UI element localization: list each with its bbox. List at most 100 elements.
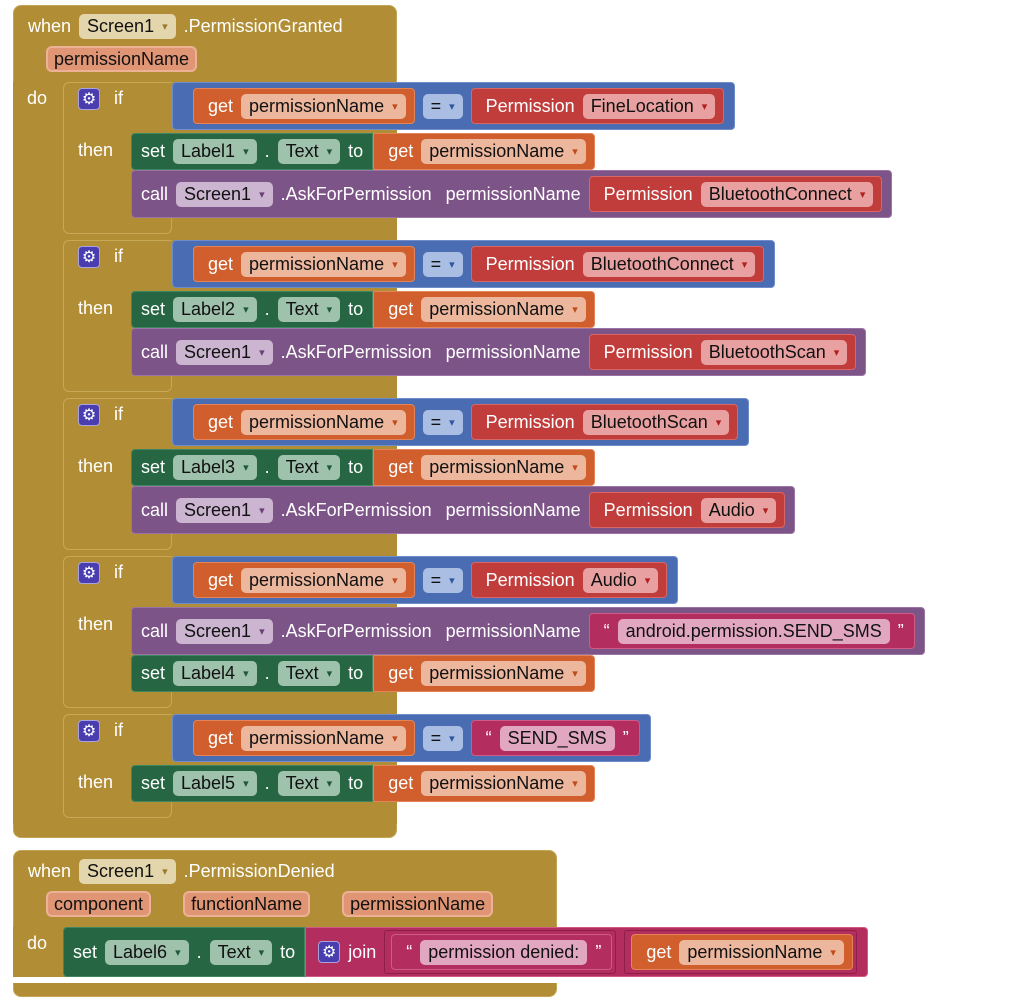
- component-dropdown[interactable]: Screen1▾: [176, 497, 273, 523]
- dropdown-arrow-icon[interactable]: ▾: [392, 574, 398, 587]
- gear-icon[interactable]: ⚙: [78, 720, 100, 742]
- dropdown-arrow-icon[interactable]: ▾: [830, 946, 836, 959]
- dropdown-arrow-icon[interactable]: ▾: [833, 346, 840, 359]
- gear-icon[interactable]: ⚙: [78, 246, 100, 268]
- property-dropdown[interactable]: Text▾: [277, 455, 341, 480]
- variable-dropdown[interactable]: permissionName▾: [421, 297, 586, 322]
- dropdown-arrow-icon[interactable]: ▾: [572, 146, 578, 158]
- text-value[interactable]: android.permission.SEND_SMS: [617, 618, 890, 644]
- dropdown-arrow-icon[interactable]: ▾: [449, 732, 455, 745]
- dropdown-arrow-icon[interactable]: ▾: [243, 304, 249, 316]
- dropdown-arrow-icon[interactable]: ▾: [326, 304, 333, 316]
- component-dropdown[interactable]: Label3▾: [173, 455, 257, 480]
- variable-dropdown[interactable]: permissionName▾: [241, 725, 406, 751]
- dropdown-arrow-icon[interactable]: ▾: [572, 778, 578, 790]
- property-dropdown[interactable]: Text▾: [277, 661, 341, 686]
- text-value[interactable]: SEND_SMS: [499, 725, 615, 751]
- dropdown-arrow-icon[interactable]: ▾: [243, 668, 249, 680]
- dropdown-arrow-icon[interactable]: ▾: [392, 100, 398, 113]
- dropdown-arrow-icon[interactable]: ▾: [259, 625, 265, 638]
- dropdown-arrow-icon[interactable]: ▾: [572, 462, 578, 474]
- dropdown-arrow-icon[interactable]: ▾: [449, 100, 455, 113]
- variable-dropdown[interactable]: permissionName▾: [421, 771, 586, 796]
- dropdown-arrow-icon[interactable]: ▾: [326, 778, 333, 790]
- variable-dropdown[interactable]: permissionName▾: [679, 939, 844, 965]
- dropdown-arrow-icon[interactable]: ▾: [449, 258, 455, 271]
- if-block[interactable]: ⚙ifgetpermissionName▾=▾SEND_SMSthensetLa…: [63, 714, 925, 818]
- component-dropdown[interactable]: Label6▾: [105, 939, 189, 965]
- dropdown-arrow-icon[interactable]: ▾: [259, 504, 265, 517]
- dropdown-arrow-icon[interactable]: ▾: [162, 865, 168, 878]
- dropdown-arrow-icon[interactable]: ▾: [326, 462, 333, 474]
- component-dropdown[interactable]: Label2▾: [173, 297, 257, 322]
- component-dropdown[interactable]: Screen1▾: [176, 618, 273, 644]
- gear-icon[interactable]: ⚙: [318, 941, 341, 963]
- property-dropdown[interactable]: Text▾: [277, 771, 341, 796]
- permission-dropdown[interactable]: Audio▾: [582, 567, 659, 593]
- property-dropdown[interactable]: Text▾: [277, 139, 341, 164]
- operator-dropdown[interactable]: =▾: [422, 567, 463, 593]
- dropdown-arrow-icon[interactable]: ▾: [741, 258, 748, 271]
- operator-dropdown[interactable]: =▾: [422, 409, 463, 435]
- gear-icon[interactable]: ⚙: [78, 404, 100, 426]
- dropdown-arrow-icon[interactable]: ▾: [258, 946, 265, 959]
- dropdown-arrow-icon[interactable]: ▾: [449, 416, 455, 429]
- permission-dropdown[interactable]: BluetoothScan▾: [582, 409, 730, 435]
- component-dropdown[interactable]: Label1▾: [173, 139, 257, 164]
- component-dropdown[interactable]: Screen1▾: [176, 181, 273, 207]
- dropdown-arrow-icon[interactable]: ▾: [326, 668, 333, 680]
- text-string-block[interactable]: android.permission.SEND_SMS: [588, 613, 915, 649]
- dropdown-arrow-icon[interactable]: ▾: [392, 732, 398, 745]
- operator-dropdown[interactable]: =▾: [422, 93, 463, 119]
- dropdown-arrow-icon[interactable]: ▾: [243, 462, 249, 474]
- dropdown-arrow-icon[interactable]: ▾: [175, 946, 181, 959]
- dropdown-arrow-icon[interactable]: ▾: [572, 668, 578, 680]
- text-value[interactable]: permission denied:: [420, 939, 588, 965]
- parameter-component[interactable]: component: [46, 891, 152, 917]
- component-dropdown[interactable]: Screen1▾: [79, 858, 176, 884]
- text-string-block[interactable]: SEND_SMS: [470, 720, 640, 756]
- property-dropdown[interactable]: Text▾: [277, 297, 341, 322]
- variable-dropdown[interactable]: permissionName▾: [241, 567, 406, 593]
- dropdown-arrow-icon[interactable]: ▾: [259, 188, 265, 201]
- variable-dropdown[interactable]: permissionName▾: [421, 455, 586, 480]
- dropdown-arrow-icon[interactable]: ▾: [859, 188, 866, 201]
- permission-dropdown[interactable]: BluetoothConnect▾: [700, 181, 874, 207]
- gear-icon[interactable]: ⚙: [78, 562, 100, 584]
